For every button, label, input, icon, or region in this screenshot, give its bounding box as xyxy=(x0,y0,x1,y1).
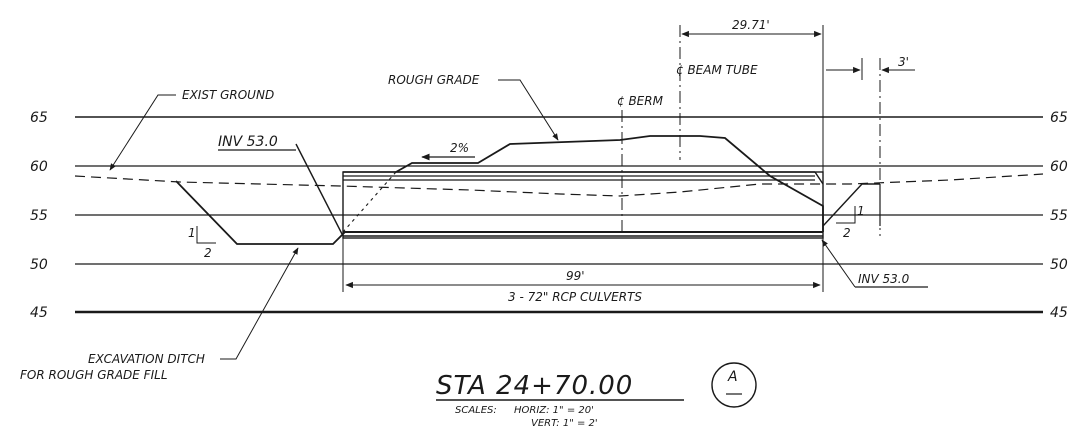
rough-grade-label: ROUGH GRADE xyxy=(388,73,480,87)
elev-left-50: 50 xyxy=(30,257,48,273)
left-ditch-slope xyxy=(295,143,343,235)
right-bank-slope xyxy=(822,183,880,227)
offset-3-label: 3' xyxy=(898,55,909,69)
beam-tube-label: ¢ BEAM TUBE xyxy=(676,63,758,77)
culverts xyxy=(342,171,824,239)
existing-ground-line xyxy=(74,173,1044,197)
exist-ground-label: EXIST GROUND xyxy=(182,88,274,102)
culvert-right-bevel xyxy=(814,171,824,185)
excavation-leader xyxy=(220,247,299,360)
excavation-ditch xyxy=(175,180,346,245)
rough-grade-leader xyxy=(498,79,559,141)
elevation-labels-right: 65 60 55 50 45 xyxy=(1050,110,1068,321)
scale-horiz: HORIZ: 1" = 20' xyxy=(514,405,594,416)
beam-offset-label: 29.71' xyxy=(732,18,770,32)
slope-right-bracket xyxy=(836,206,856,224)
berm-label: ¢ BERM xyxy=(617,94,664,108)
inv-left-label: INV 53.0 xyxy=(218,134,278,150)
slope-left-h: 2 xyxy=(204,246,212,260)
culvert-box xyxy=(342,171,824,239)
elev-right-65: 65 xyxy=(1050,110,1068,126)
scales-label: SCALES: xyxy=(455,405,497,416)
section-mark-circle xyxy=(711,362,757,408)
elevation-labels-left: 65 60 55 50 45 xyxy=(30,110,48,321)
scale-vert: VERT: 1" = 2' xyxy=(531,418,598,429)
elev-left-55: 55 xyxy=(30,208,48,224)
elev-left-45: 45 xyxy=(30,305,48,321)
section-mark-letter: A xyxy=(727,369,738,385)
culvert-desc-label: 3 - 72" RCP CULVERTS xyxy=(508,290,642,304)
elev-left-65: 65 xyxy=(30,110,48,126)
exist-ground-leader xyxy=(109,94,176,171)
slope-left-v: 1 xyxy=(188,226,196,240)
excavation-label-line1: EXCAVATION DITCH xyxy=(88,352,205,366)
slope-percent-label: 2% xyxy=(450,141,469,155)
slope-right-h: 2 xyxy=(843,226,851,240)
culvert-length-label: 99' xyxy=(566,269,585,283)
elev-right-45: 45 xyxy=(1050,305,1068,321)
inv-right-leader xyxy=(821,239,856,288)
elevation-grid xyxy=(75,116,1043,314)
elev-right-55: 55 xyxy=(1050,208,1068,224)
slope-right-v: 1 xyxy=(857,204,865,218)
station-title: STA 24+70.00 xyxy=(436,371,633,401)
elev-right-60: 60 xyxy=(1050,159,1068,175)
slope-left-bracket xyxy=(196,226,216,244)
inv-right-label: INV 53.0 xyxy=(858,272,910,286)
excavation-label-line2: FOR ROUGH GRADE FILL xyxy=(20,368,168,382)
elev-left-60: 60 xyxy=(30,159,48,175)
rough-grade-dotted-slope xyxy=(342,171,397,233)
elev-right-50: 50 xyxy=(1050,257,1068,273)
rough-grade-line xyxy=(395,135,824,232)
